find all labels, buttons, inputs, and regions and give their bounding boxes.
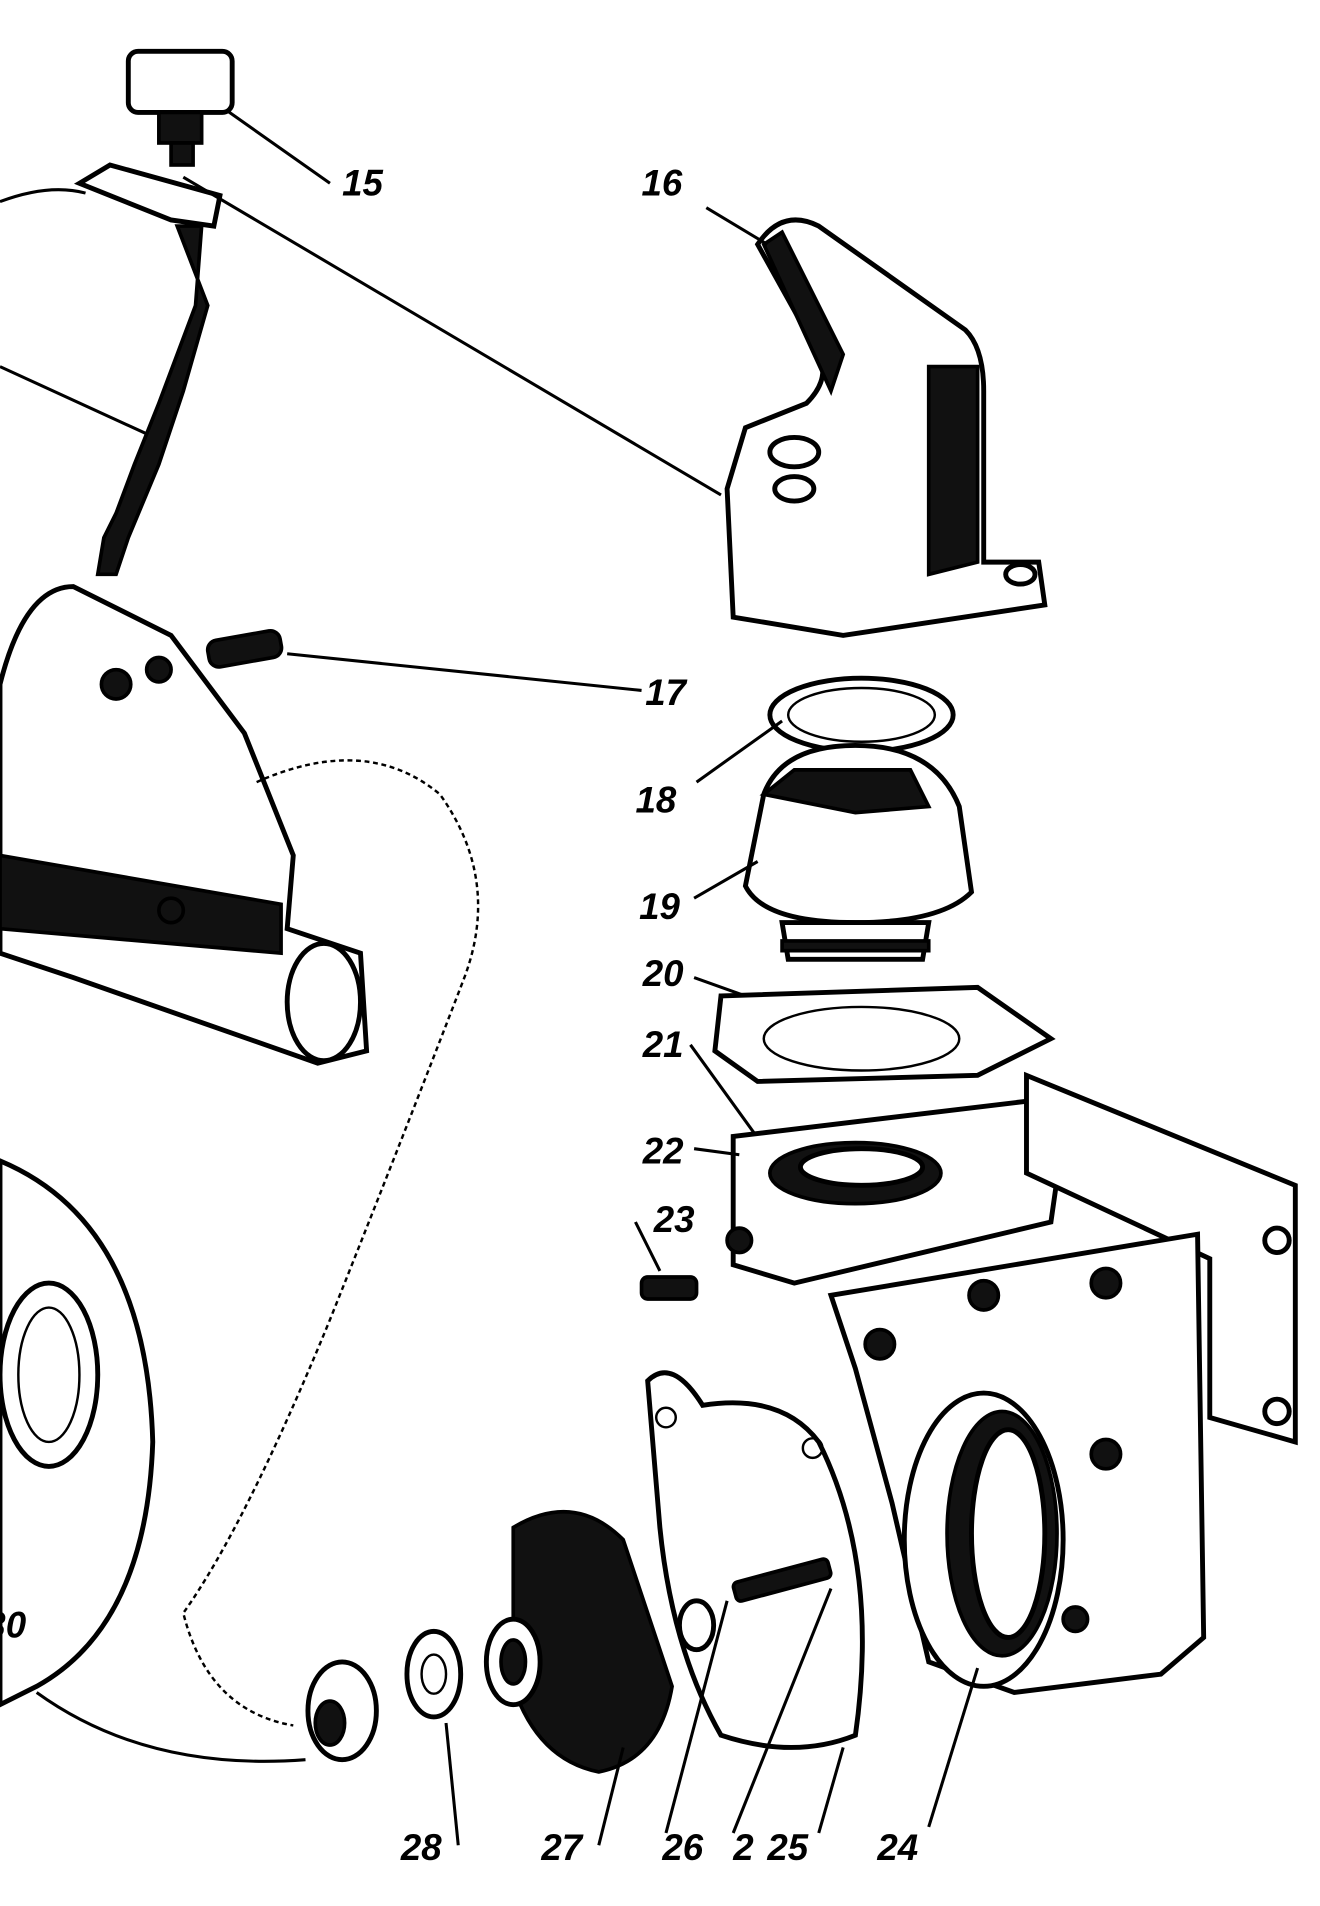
callout-23: 23 (653, 1199, 695, 1240)
screw-part (639, 1275, 699, 1301)
callout-24: 24 (876, 1827, 918, 1868)
callout-15: 15 (342, 163, 383, 204)
pump-gasket-part (645, 1370, 865, 1750)
seal-washer-part (404, 1628, 464, 1720)
callout-21: 21 (642, 1024, 684, 1065)
flange-gasket-part (712, 984, 1056, 1084)
callout-28: 28 (400, 1827, 442, 1868)
temperature-sender-part (73, 48, 235, 577)
callout-18: 18 (635, 780, 676, 821)
thermostat-part (742, 742, 975, 962)
callout-20: 20 (642, 953, 684, 994)
callout-17: 17 (645, 672, 687, 713)
callout-16: 16 (642, 163, 683, 204)
callout-30: 30 (0, 1604, 27, 1645)
stud-part (205, 628, 284, 669)
water-pump-housing-part (0, 584, 370, 1066)
callout-22: 22 (642, 1130, 684, 1171)
impeller-part (483, 1509, 674, 1774)
callout-26: 26 (661, 1827, 703, 1868)
callout-2: 2 (732, 1827, 754, 1868)
callout-19: 19 (639, 886, 680, 927)
water-outlet-elbow-part (724, 217, 1048, 638)
thermostat-housing-part (725, 1071, 1298, 1695)
callout-27: 27 (540, 1827, 583, 1868)
pulley-part (0, 1158, 156, 1708)
callout-25: 25 (766, 1827, 808, 1868)
bolt-part (731, 1557, 833, 1603)
